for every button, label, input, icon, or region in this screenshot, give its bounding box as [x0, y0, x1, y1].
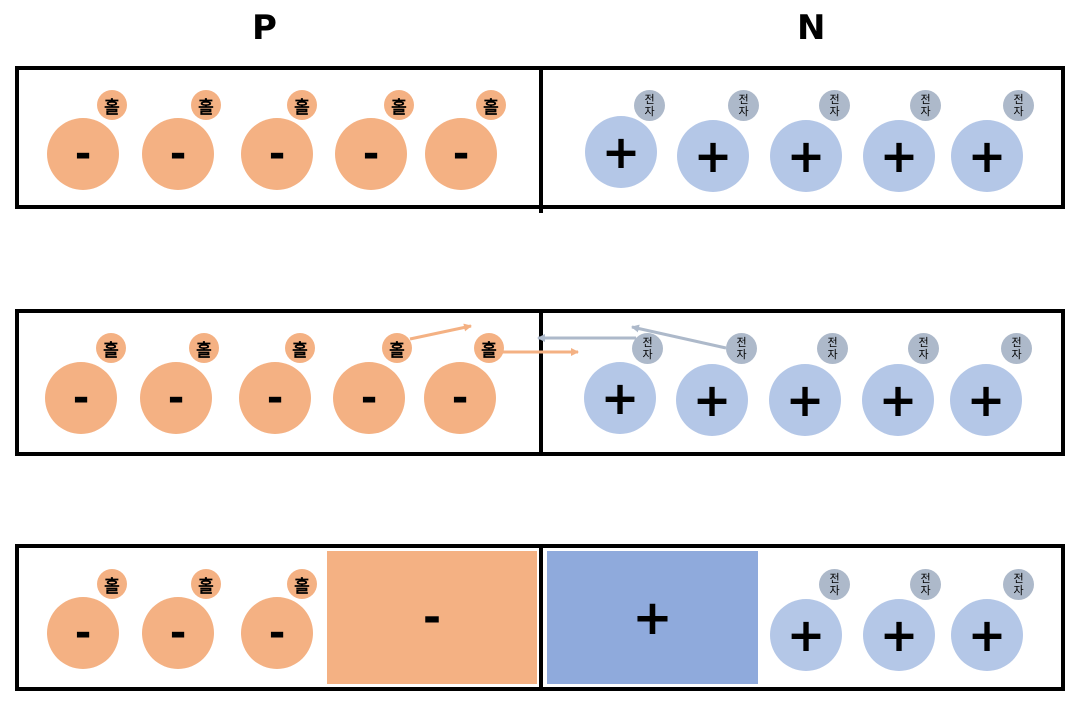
n-region-label: N — [797, 8, 826, 48]
hole: 홀 — [96, 333, 126, 363]
acceptor-ion: - — [47, 597, 119, 669]
donor-ion: + — [950, 364, 1022, 436]
donor-ion: + — [770, 599, 842, 671]
hole: 홀 — [384, 90, 414, 120]
donor-ion: + — [770, 120, 842, 192]
donor-ion: + — [863, 599, 935, 671]
acceptor-ion: - — [241, 118, 313, 190]
donor-ion: + — [862, 364, 934, 436]
acceptor-ion: - — [142, 118, 214, 190]
donor-ion: + — [769, 364, 841, 436]
acceptor-ion: - — [241, 597, 313, 669]
hole: 홀 — [476, 90, 506, 120]
hole: 홀 — [97, 90, 127, 120]
donor-ion: + — [676, 364, 748, 436]
n-depletion-zone: + — [547, 551, 758, 684]
hole: 홀 — [287, 569, 317, 599]
electron-diffusion-arrow — [631, 324, 727, 350]
acceptor-ion: - — [335, 118, 407, 190]
acceptor-ion: - — [239, 362, 311, 434]
acceptor-ion: - — [140, 362, 212, 434]
hole: 홀 — [191, 569, 221, 599]
hole: 홀 — [287, 90, 317, 120]
hole: 홀 — [97, 569, 127, 599]
p-region-label: P — [252, 8, 277, 48]
junction-boundary — [539, 309, 543, 456]
donor-ion: + — [677, 120, 749, 192]
acceptor-ion: - — [424, 362, 496, 434]
hole: 홀 — [191, 90, 221, 120]
acceptor-ion: - — [45, 362, 117, 434]
hole: 홀 — [189, 333, 219, 363]
acceptor-ion: - — [142, 597, 214, 669]
junction-boundary — [539, 66, 543, 213]
junction-boundary — [539, 544, 543, 691]
acceptor-ion: - — [425, 118, 497, 190]
hole: 홀 — [382, 333, 412, 363]
donor-ion: + — [951, 599, 1023, 671]
donor-ion: + — [951, 120, 1023, 192]
donor-ion: + — [863, 120, 935, 192]
p-depletion-zone: - — [327, 551, 537, 684]
acceptor-ion: - — [47, 118, 119, 190]
hole: 홀 — [285, 333, 315, 363]
hole: 홀 — [474, 333, 504, 363]
donor-ion: + — [584, 362, 656, 434]
hole-diffusion-arrow — [409, 323, 472, 341]
acceptor-ion: - — [333, 362, 405, 434]
donor-ion: + — [585, 116, 657, 188]
